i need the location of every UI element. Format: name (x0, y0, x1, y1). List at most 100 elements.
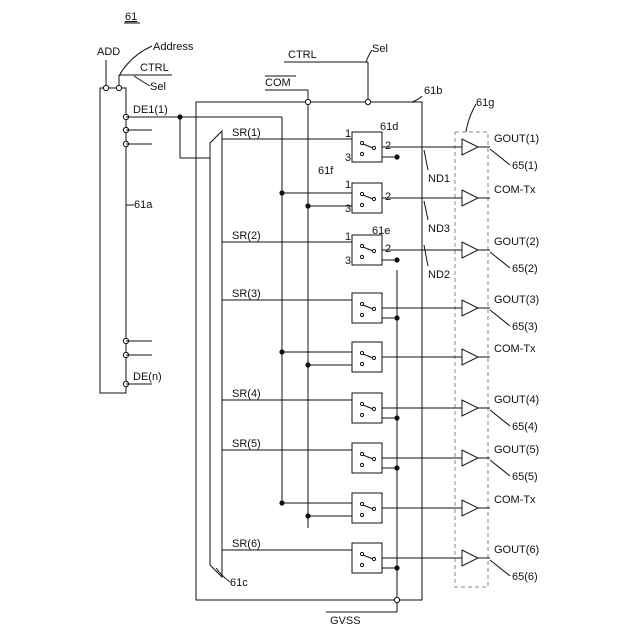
switch-contact-b (360, 362, 363, 365)
gout-label: COM-Tx (494, 184, 536, 196)
output-ref-label: 65(2) (512, 263, 538, 275)
label-nd2: ND2 (428, 269, 450, 281)
switch-box (352, 393, 382, 423)
output-ref-leader (490, 560, 510, 576)
gout-label: COM-Tx (494, 494, 536, 506)
pin-label-1: 1 (345, 231, 351, 243)
sr-label: SR(4) (232, 388, 261, 400)
ctrl-left-terminal (116, 85, 121, 90)
output-buffer-icon (462, 500, 478, 516)
label-den: DE(n) (133, 371, 162, 383)
output-buffer-icon (462, 300, 478, 316)
pin-label-1: 1 (345, 179, 351, 191)
label-gvss: GVSS (330, 615, 361, 627)
gvss-junction (394, 315, 399, 320)
switch-contact-b (360, 463, 363, 466)
gout-label: GOUT(5) (494, 444, 539, 456)
output-buffer-icon (462, 400, 478, 416)
output-ref-leader (490, 410, 510, 426)
gvss-junction (394, 257, 399, 262)
gvss-terminal (394, 597, 399, 602)
output-buffer-icon (462, 450, 478, 466)
gvss-junction (394, 465, 399, 470)
output-buffer-icon (462, 139, 478, 155)
output-buffer-icon (462, 349, 478, 365)
switch-box (352, 132, 382, 162)
gout-label: GOUT(6) (494, 544, 539, 556)
pin-label-2: 2 (385, 243, 391, 255)
pin-label-1: 1 (345, 128, 351, 140)
pin-label-3: 3 (345, 203, 351, 215)
gout-label: COM-Tx (494, 343, 536, 355)
label-de1: DE1(1) (133, 104, 168, 116)
output-ref-label: 65(5) (512, 471, 538, 483)
output-buffer-icon (462, 242, 478, 258)
label-sel-left: Sel (150, 81, 166, 93)
pin-label-2: 2 (385, 191, 391, 203)
switch-box (352, 493, 382, 523)
nd1-leader (424, 150, 428, 170)
output-ref-label: 65(1) (512, 160, 538, 172)
block-61c (210, 131, 222, 577)
nd3-leader (424, 201, 428, 220)
figure-label: 61 (125, 11, 137, 23)
nd2-leader (424, 245, 428, 266)
output-ref-leader (490, 149, 510, 165)
switch-contact-b (360, 203, 363, 206)
output-ref-label: 65(3) (512, 321, 538, 333)
output-ref-leader (490, 252, 510, 268)
sr-label: SR(6) (232, 538, 261, 550)
output-ref-label: 65(6) (512, 571, 538, 583)
gvss-junction (394, 565, 399, 570)
label-ctrl-left: CTRL (140, 62, 169, 74)
label-add: ADD (97, 46, 120, 58)
label-sel-top: Sel (372, 43, 388, 55)
ctrl-top-terminal (365, 99, 370, 104)
switch-box (352, 293, 382, 323)
gvss-junction (394, 154, 399, 159)
output-buffer-icon (462, 190, 478, 206)
pin-label-3: 3 (345, 152, 351, 164)
switch-contact-b (360, 563, 363, 566)
label-address: Address (153, 41, 194, 53)
switch-contact-b (360, 152, 363, 155)
sr-label: SR(3) (232, 288, 261, 300)
label-61c-leader (216, 568, 230, 582)
sel-top-leader (366, 50, 372, 62)
sel-left-leader (134, 76, 150, 86)
output-ref-leader (490, 460, 510, 476)
sr-label: SR(1) (232, 127, 261, 139)
switch-contact-b (360, 413, 363, 416)
label-61f: 61f (318, 165, 334, 177)
switch-contact-b (360, 513, 363, 516)
label-nd3: ND3 (428, 223, 450, 235)
label-61b-leader (412, 96, 422, 102)
output-ref-label: 65(4) (512, 421, 538, 433)
switch-box (352, 183, 382, 213)
switch-box (352, 443, 382, 473)
pin-label-2: 2 (385, 140, 391, 152)
label-61g: 61g (476, 97, 494, 109)
label-61a: 61a (134, 199, 153, 211)
gout-label: GOUT(1) (494, 133, 539, 145)
label-61g-leader (466, 104, 476, 132)
gvss-junction (394, 415, 399, 420)
switch-box (352, 543, 382, 573)
output-buffer-icon (462, 550, 478, 566)
label-61d: 61d (380, 121, 398, 133)
row-group: SR(1)GOUT(1)65(1)COM-TxSR(2)GOUT(2)65(2)… (222, 127, 539, 583)
add-terminal (103, 85, 108, 90)
switch-contact-b (360, 313, 363, 316)
label-com: COM (265, 77, 291, 89)
pin-label-3: 3 (345, 255, 351, 267)
sr-label: SR(5) (232, 438, 261, 450)
gout-label: GOUT(4) (494, 394, 539, 406)
switch-box (352, 235, 382, 265)
output-ref-leader (490, 310, 510, 326)
block-61b (196, 102, 422, 600)
sr-label: SR(2) (232, 230, 261, 242)
label-61c: 61c (230, 577, 248, 589)
label-nd1: ND1 (428, 173, 450, 185)
label-ctrl-top: CTRL (288, 49, 317, 61)
